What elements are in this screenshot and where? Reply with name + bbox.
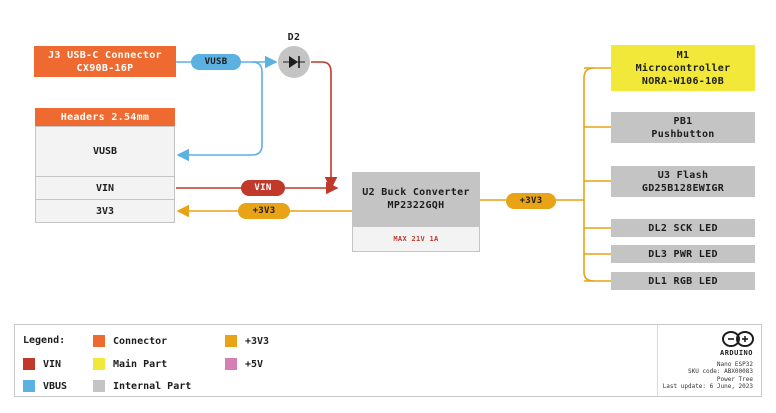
legend-connector-swatch	[93, 335, 105, 347]
info-sku: SKU code: ABX00083	[687, 368, 753, 375]
arduino-brand: ARDUINO	[719, 349, 753, 357]
headers-panel: VUSB VIN 3V3	[35, 126, 175, 223]
legend-connector: Connector	[93, 335, 167, 347]
info-product: Nano ESP32	[716, 361, 753, 368]
j3-part: CX90B-16P	[76, 62, 134, 74]
headers-title: Headers 2.54mm	[35, 108, 175, 127]
header-pin-vin: VIN	[36, 177, 174, 200]
buck-max-rating: MAX 21V 1A	[393, 235, 439, 243]
arduino-logo-icon	[722, 331, 754, 347]
dl1-rgb-led: DL1 RGB LED	[611, 272, 755, 290]
buck-note-panel: MAX 21V 1A	[352, 226, 480, 252]
legend-5v-swatch	[225, 358, 237, 370]
legend-vbus-swatch	[23, 380, 35, 392]
j3-usb-c-connector: J3 USB-C Connector CX90B-16P	[34, 46, 176, 77]
buck-name: U2 Buck Converter	[362, 187, 470, 198]
pb1-pushbutton: PB1 Pushbutton	[611, 112, 755, 143]
legend-3v3-swatch	[225, 335, 237, 347]
legend-3v3: +3V3	[225, 335, 269, 347]
pb1-ref: PB1	[673, 115, 693, 127]
header-pin-3v3: 3V3	[95, 205, 115, 217]
buck-part: MP2322GQH	[387, 200, 445, 211]
dl3-pwr-led: DL3 PWR LED	[611, 245, 755, 263]
net-3v3-right-pill: +3V3	[506, 193, 556, 209]
legend-title: Legend:	[23, 335, 66, 346]
legend-5v: +5V	[225, 358, 263, 370]
u3-flash: U3 Flash GD25B128EWIGR	[611, 166, 755, 197]
vin-wire-d2-buck	[311, 61, 338, 190]
m1-type: Microcontroller	[635, 62, 731, 74]
v3v3-bus	[583, 67, 595, 282]
pb1-type: Pushbutton	[651, 128, 715, 140]
net-vusb-pill: VUSB	[191, 54, 241, 70]
net-vin-pill: VIN	[241, 180, 285, 196]
m1-microcontroller: M1 Microcontroller NORA-W106-10B	[611, 45, 755, 91]
m1-ref: M1	[676, 49, 690, 61]
legend-vin-swatch	[23, 358, 35, 370]
legend-vin: VIN	[23, 358, 61, 370]
dl2-sck-led: DL2 SCK LED	[611, 219, 755, 237]
legend-main-part-label: Main Part	[113, 358, 168, 370]
legend-vbus: VBUS	[23, 380, 67, 392]
diode-d2-label: D2	[287, 31, 301, 43]
legend-connector-label: Connector	[113, 335, 168, 347]
legend-vin-label: VIN	[43, 358, 62, 370]
legend-vbus-label: VBUS	[43, 380, 68, 392]
m1-part: NORA-W106-10B	[641, 75, 725, 87]
legend-internal-part-label: Internal Part	[113, 380, 192, 392]
vbus-wire-to-headers	[176, 61, 263, 162]
u3-part: GD25B128EWIGR	[641, 182, 725, 194]
legend-divider	[657, 325, 658, 396]
info-doc: Power Tree	[716, 376, 753, 383]
net-3v3-left-pill: +3V3	[238, 203, 290, 219]
legend-main-part: Main Part	[93, 358, 167, 370]
header-pin-vusb: VUSB	[36, 127, 174, 177]
legend-internal-part: Internal Part	[93, 380, 191, 392]
u2-buck-converter: U2 Buck Converter MP2322GQH	[352, 172, 480, 226]
info-updated: Last update: 6 June, 2023	[662, 383, 753, 390]
u3-ref: U3 Flash	[657, 169, 709, 181]
legend-panel: Legend: Connector +3V3 VIN Main Part +5V…	[14, 324, 762, 397]
legend-internal-part-swatch	[93, 380, 105, 392]
legend-main-part-swatch	[93, 358, 105, 370]
legend-3v3-label: +3V3	[245, 335, 270, 347]
legend-5v-label: +5V	[245, 358, 264, 370]
j3-name: J3 USB-C Connector	[48, 49, 162, 61]
